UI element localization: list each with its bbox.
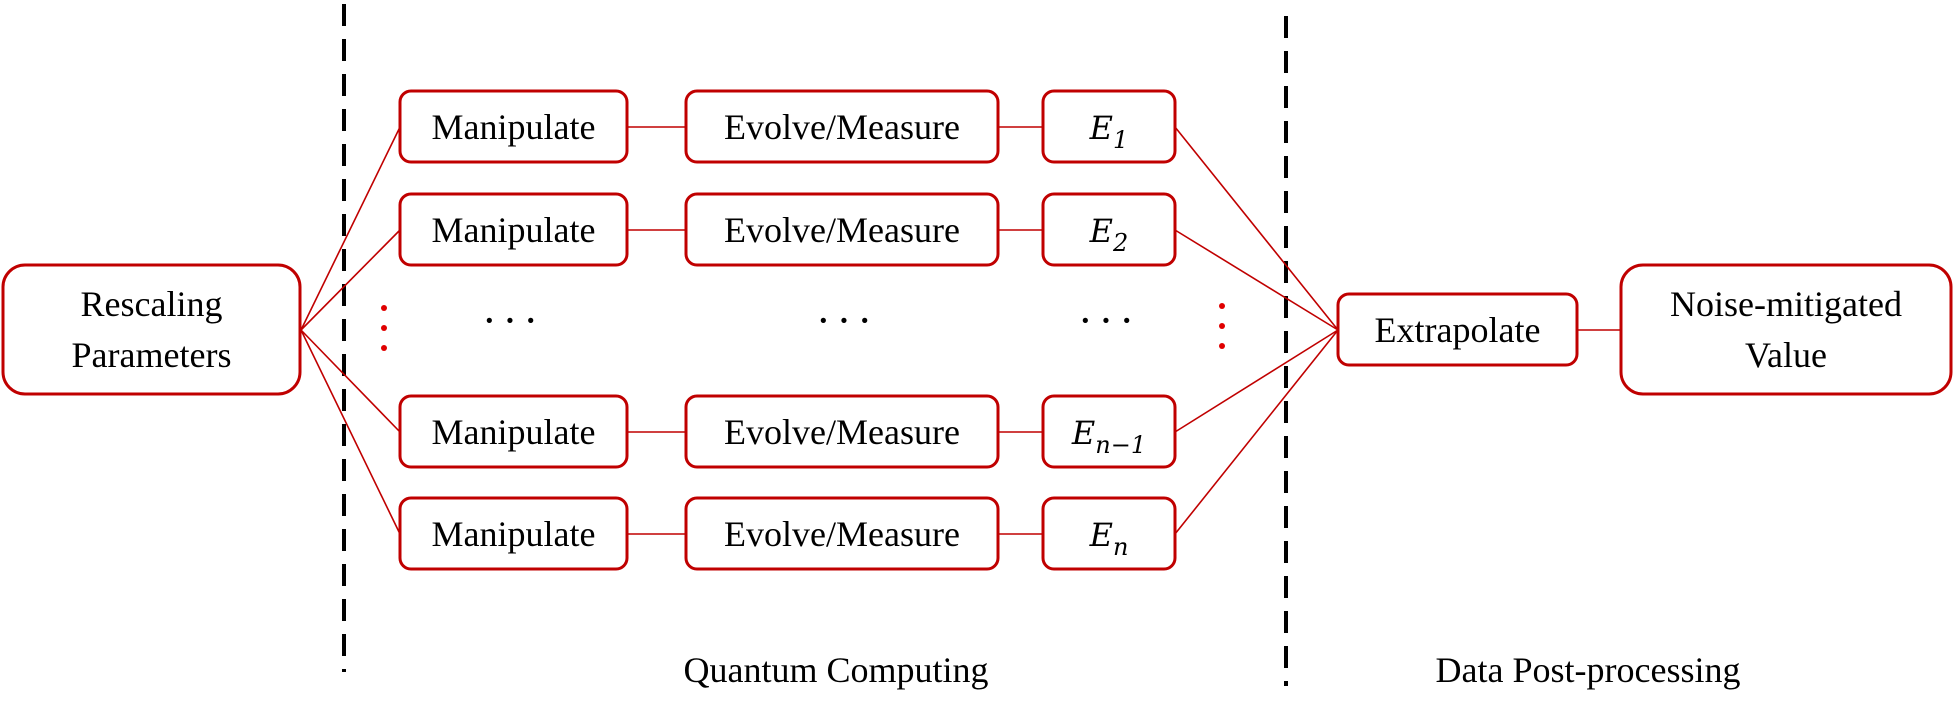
output-label-line2: Value <box>1745 335 1827 375</box>
vertical-dot-left <box>381 305 387 311</box>
manipulate-box <box>398 394 629 469</box>
rescaling-label-line1: Rescaling <box>81 284 223 324</box>
expectation-subscript: 2 <box>1112 229 1128 257</box>
caption-data-post-processing: Data Post-processing <box>1436 650 1741 690</box>
vertical-dot-left <box>381 345 387 351</box>
output-label-line1: Noise-mitigated <box>1670 284 1902 324</box>
expectation-label: E2 <box>1089 212 1129 257</box>
evolve-measure-box <box>684 89 1000 164</box>
row-n-minus-1: Manipulate Evolve/Measure En−1 <box>398 394 1177 469</box>
expectation-box <box>1041 394 1177 469</box>
vertical-dot-right <box>1219 343 1225 349</box>
expectation-box <box>1041 496 1177 571</box>
expectation-label: En−1 <box>1071 414 1146 459</box>
ellipsis-manipulate: ··· <box>482 296 544 345</box>
connector-row2-extrapolate <box>1174 229 1339 331</box>
manipulate-label: Manipulate <box>432 514 596 554</box>
expectation-base: E <box>1089 212 1113 250</box>
manipulate-box <box>398 192 629 267</box>
caption-quantum-computing: Quantum Computing <box>684 650 989 690</box>
manipulate-label: Manipulate <box>432 107 596 147</box>
ellipsis-expectation: ··· <box>1078 296 1140 345</box>
connector-row4-extrapolate <box>1174 329 1339 535</box>
manipulate-label: Manipulate <box>432 210 596 250</box>
evolve-measure-box <box>684 496 1000 571</box>
rescaling-parameters-box: Rescaling Parameters <box>1 263 302 396</box>
connector-row3-extrapolate <box>1174 329 1339 433</box>
ellipsis-evolve: ··· <box>816 296 878 345</box>
connector-input-row1 <box>300 126 401 331</box>
rescaling-label-line2: Parameters <box>72 335 232 375</box>
connector-input-row4 <box>300 329 401 535</box>
expectation-box <box>1041 192 1177 267</box>
evolve-measure-box <box>684 394 1000 469</box>
manipulate-box <box>398 496 629 571</box>
expectation-subscript: n−1 <box>1095 431 1146 459</box>
expectation-base: E <box>1071 414 1095 452</box>
expectation-label: E1 <box>1089 109 1129 154</box>
connector-input-row3 <box>300 329 401 433</box>
evolve-measure-label: Evolve/Measure <box>724 514 960 554</box>
evolve-measure-label: Evolve/Measure <box>724 412 960 452</box>
vertical-dot-left <box>381 325 387 331</box>
expectation-base: E <box>1089 109 1113 147</box>
evolve-measure-box <box>684 192 1000 267</box>
noise-mitigated-value-box: Noise-mitigated Value <box>1619 263 1953 396</box>
expectation-box <box>1041 89 1177 164</box>
connector-input-row2 <box>300 229 401 331</box>
manipulate-label: Manipulate <box>432 412 596 452</box>
expectation-base: E <box>1089 516 1113 554</box>
row-1: Manipulate Evolve/Measure E1 <box>398 89 1177 164</box>
extrapolate-label: Extrapolate <box>1375 310 1541 350</box>
evolve-measure-label: Evolve/Measure <box>724 210 960 250</box>
expectation-label: En <box>1089 516 1129 561</box>
ellipsis-row: ··· ··· ··· <box>381 296 1225 351</box>
extrapolate-box: Extrapolate <box>1336 292 1579 367</box>
expectation-subscript: 1 <box>1113 126 1128 154</box>
vertical-dot-right <box>1219 303 1225 309</box>
connector-row1-extrapolate <box>1174 126 1339 331</box>
evolve-measure-label: Evolve/Measure <box>724 107 960 147</box>
expectation-subscript: n <box>1113 533 1128 561</box>
manipulate-box <box>398 89 629 164</box>
vertical-dot-right <box>1219 323 1225 329</box>
row-2: Manipulate Evolve/Measure E2 <box>398 192 1177 267</box>
row-n: Manipulate Evolve/Measure En <box>398 496 1177 571</box>
